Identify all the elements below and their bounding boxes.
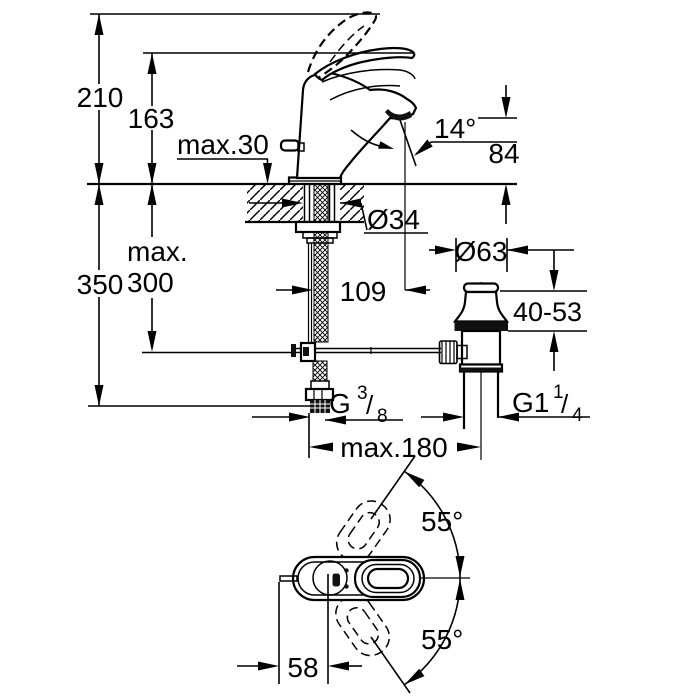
cartridge-dome	[312, 560, 348, 596]
handle-grip-hole	[366, 567, 410, 590]
label-below-max-1: max.	[127, 236, 188, 267]
label-max-deck: max.30	[177, 129, 269, 160]
top-view	[237, 455, 470, 694]
waste-knurled-knob	[438, 340, 458, 365]
aerator	[385, 109, 412, 121]
pop-up-rod-knob	[279, 139, 301, 152]
swing-arc	[404, 470, 461, 686]
label-supply-thread-g: G	[329, 388, 351, 419]
label-swing-upper: 55°	[421, 506, 463, 537]
threaded-shank	[313, 183, 329, 343]
handle-lever-closed	[313, 46, 416, 82]
label-plug-range: 40-53	[513, 297, 582, 327]
label-supply-thread-num: 3	[357, 383, 368, 404]
spray-angle-line	[399, 119, 417, 167]
swing-limit-lower	[370, 636, 411, 694]
pop-up-rod-top-view	[279, 575, 298, 582]
label-max-spread: max.180	[340, 432, 447, 463]
side-view-faucet	[279, 11, 418, 290]
indicator-mark	[332, 573, 340, 587]
label-below-max-2: 300	[127, 267, 174, 298]
faucet-body-outline	[295, 71, 418, 180]
dimension-lines	[88, 13, 590, 458]
label-outlet-height: 84	[488, 138, 519, 169]
label-supply-thread-slash: /	[366, 390, 374, 420]
linkage-and-hose	[291, 341, 441, 413]
label-waste-diameter: Ø63	[455, 236, 508, 267]
swing-limit-upper	[370, 455, 416, 520]
label-waste-thread-num: 1	[553, 382, 564, 403]
label-overall-height: 210	[77, 82, 124, 113]
label-spout-reach: 109	[340, 276, 387, 307]
label-waste-thread-slash: /	[561, 389, 569, 419]
dimension-labels: 210 163 max.30 14° 84 Ø34 109 Ø63 max. 3…	[77, 82, 583, 683]
label-handle-offset: 58	[287, 652, 318, 683]
flexible-hose	[312, 360, 328, 382]
label-swing-lower: 55°	[421, 624, 463, 655]
label-supply-thread-den: 8	[377, 406, 388, 427]
label-spray-angle: 14°	[434, 113, 476, 144]
label-waste-thread-g: G1	[512, 387, 549, 418]
pop-up-waste-valve	[438, 282, 510, 460]
spray-arc	[350, 129, 381, 147]
label-hole-diameter: Ø34	[367, 204, 420, 235]
mounting-nut	[294, 220, 342, 234]
waste-plug-neck	[452, 290, 510, 323]
label-below-total: 350	[77, 269, 124, 300]
waste-plug-cap	[462, 282, 500, 294]
handle-lever-open-dashed	[306, 11, 378, 79]
label-spout-height: 163	[128, 103, 175, 134]
label-waste-thread-den: 4	[572, 405, 583, 426]
waste-flange	[454, 321, 508, 331]
